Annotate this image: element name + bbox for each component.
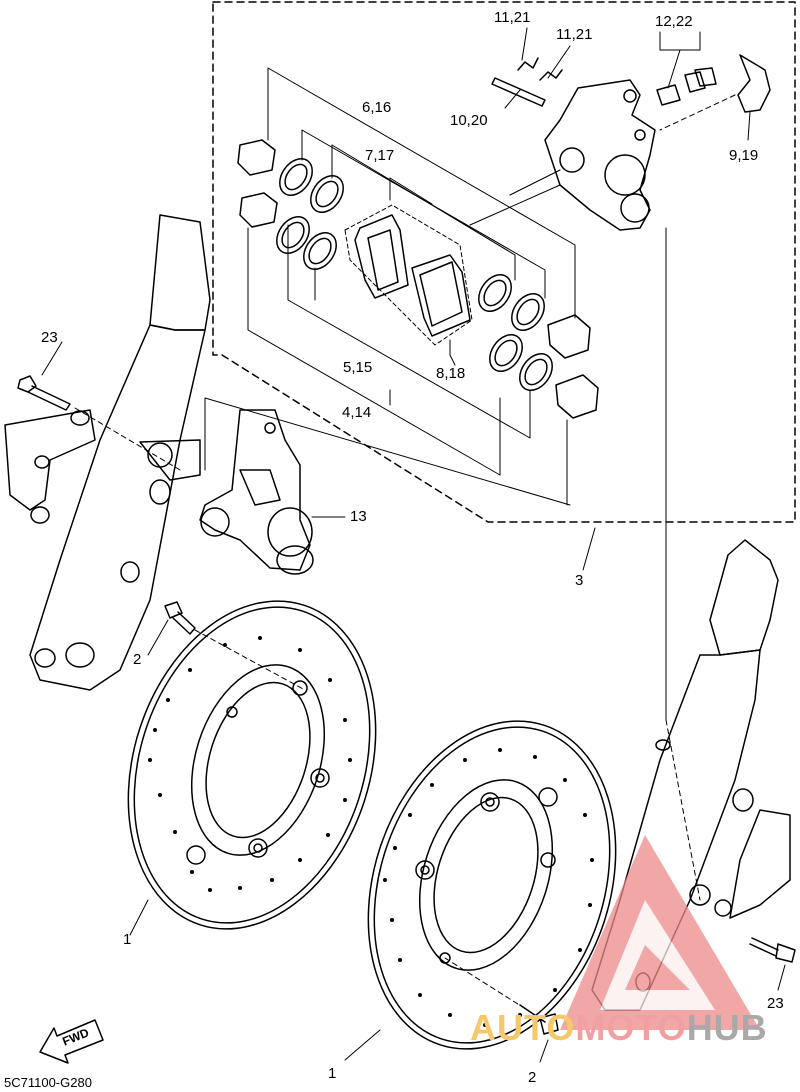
- bleed-screw-12: [656, 67, 717, 106]
- bolt-23-right: [749, 937, 796, 963]
- piston-seal-set-left: [237, 139, 344, 270]
- callout-3: 3: [575, 572, 584, 589]
- callout-7-17: 7,17: [365, 147, 395, 164]
- piston-seal-set-right: [478, 274, 599, 419]
- callout-1-right: 1: [328, 1065, 337, 1082]
- callout-23-right: 23: [767, 995, 784, 1012]
- pin-clips: [517, 57, 563, 81]
- callout-6-16: 6,16: [362, 99, 392, 116]
- callout-11-21-b: 11,21: [556, 26, 593, 43]
- caliper-13-bracket: [204, 397, 571, 506]
- leader-brackets: [247, 67, 576, 506]
- callout-2-left: 2: [133, 651, 142, 668]
- callout-23-left: 23: [41, 329, 58, 346]
- leader-lines: [389, 27, 751, 901]
- callout-13: 13: [350, 508, 367, 525]
- callout-11-21-a: 11,21: [494, 9, 531, 26]
- right-caliper-body: [544, 79, 656, 231]
- brake-disc-right: [367, 720, 617, 1050]
- pad-spring-9: [737, 54, 771, 113]
- disc-right-holes: [383, 748, 594, 1027]
- left-fork-leg: [4, 214, 211, 691]
- caliper-13: [199, 409, 314, 575]
- callout-5-15: 5,15: [343, 359, 373, 376]
- fwd-arrow: [39, 1019, 104, 1064]
- callout-2-right: 2: [528, 1069, 537, 1086]
- watermark-part-moto: MOTO: [575, 1007, 687, 1048]
- bolt-23-left: [17, 375, 71, 411]
- watermark-part-auto: AUTO: [470, 1007, 576, 1048]
- watermark-brand: AUTOMOTOHUB: [470, 1008, 768, 1048]
- diagram-code: 5C71100-G280: [4, 1075, 92, 1090]
- callout-8-18: 8,18: [436, 365, 466, 382]
- callout-4-14: 4,14: [342, 404, 372, 421]
- brake-disc-left: [127, 600, 377, 930]
- watermark-logo-icon: [560, 835, 760, 1030]
- caliper-kit-dashed-box: [212, 1, 796, 523]
- brake-pad-set: [344, 204, 473, 346]
- callout-9-19: 9,19: [729, 147, 759, 164]
- caliper-guide-pin: [491, 77, 546, 107]
- bolt-2-left: [164, 601, 196, 635]
- callout-1-left: 1: [123, 931, 132, 948]
- watermark-part-hub: HUB: [686, 1007, 768, 1048]
- disc-left-holes: [148, 636, 352, 892]
- callout-10-20: 10,20: [450, 112, 488, 129]
- callout-12-22: 12,22: [655, 13, 693, 30]
